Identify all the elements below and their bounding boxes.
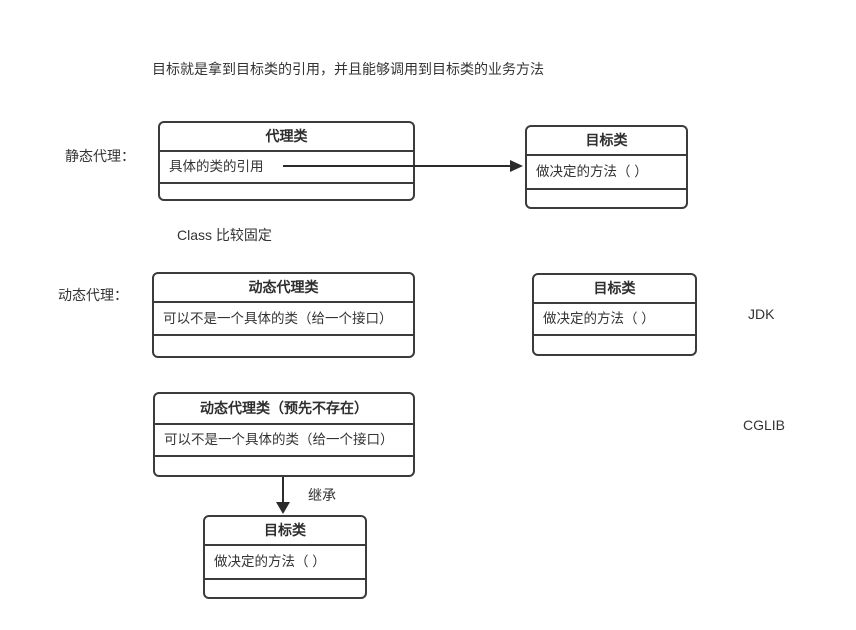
static-proxy-note: Class 比较固定 [177,227,272,243]
class-empty-row [160,184,413,199]
class-field: 具体的类的引用 [160,152,413,184]
class-title: 目标类 [534,275,695,304]
cglib-target-class-box: 目标类 做决定的方法（ ） [203,515,367,599]
dynamic-proxy-label: 动态代理： [58,287,128,303]
class-field: 做决定的方法（ ） [527,156,686,190]
class-field: 做决定的方法（ ） [534,304,695,336]
arrow-line [283,165,510,167]
class-empty-row [154,336,413,356]
arrow-line [282,477,284,502]
class-empty-row [155,457,413,475]
arrowhead-right-icon [510,160,523,172]
class-title: 目标类 [527,127,686,156]
inheritance-label: 继承 [308,487,336,503]
jdk-label: JDK [748,306,775,322]
class-empty-row [534,336,695,354]
class-title: 动态代理类（预先不存在） [155,394,413,425]
static-target-class-box: 目标类 做决定的方法（ ） [525,125,688,209]
class-title: 目标类 [205,517,365,546]
static-proxy-class-box: 代理类 具体的类的引用 [158,121,415,201]
top-note: 目标就是拿到目标类的引用，并且能够调用到目标类的业务方法 [152,61,544,77]
class-empty-row [205,580,365,597]
arrowhead-down-icon [276,502,290,514]
class-empty-row [527,190,686,207]
dynamic-target-class-box: 目标类 做决定的方法（ ） [532,273,697,356]
class-title: 代理类 [160,123,413,152]
reference-arrow [283,160,523,172]
class-field: 做决定的方法（ ） [205,546,365,580]
class-field: 可以不是一个具体的类（给一个接口） [155,425,413,457]
inheritance-arrow [276,477,290,514]
cglib-label: CGLIB [743,417,786,433]
class-field: 可以不是一个具体的类（给一个接口） [154,303,413,336]
static-proxy-label: 静态代理： [65,148,135,164]
class-title: 动态代理类 [154,274,413,303]
cglib-proxy-class-box: 动态代理类（预先不存在） 可以不是一个具体的类（给一个接口） [153,392,415,477]
dynamic-proxy-class-box: 动态代理类 可以不是一个具体的类（给一个接口） [152,272,415,358]
